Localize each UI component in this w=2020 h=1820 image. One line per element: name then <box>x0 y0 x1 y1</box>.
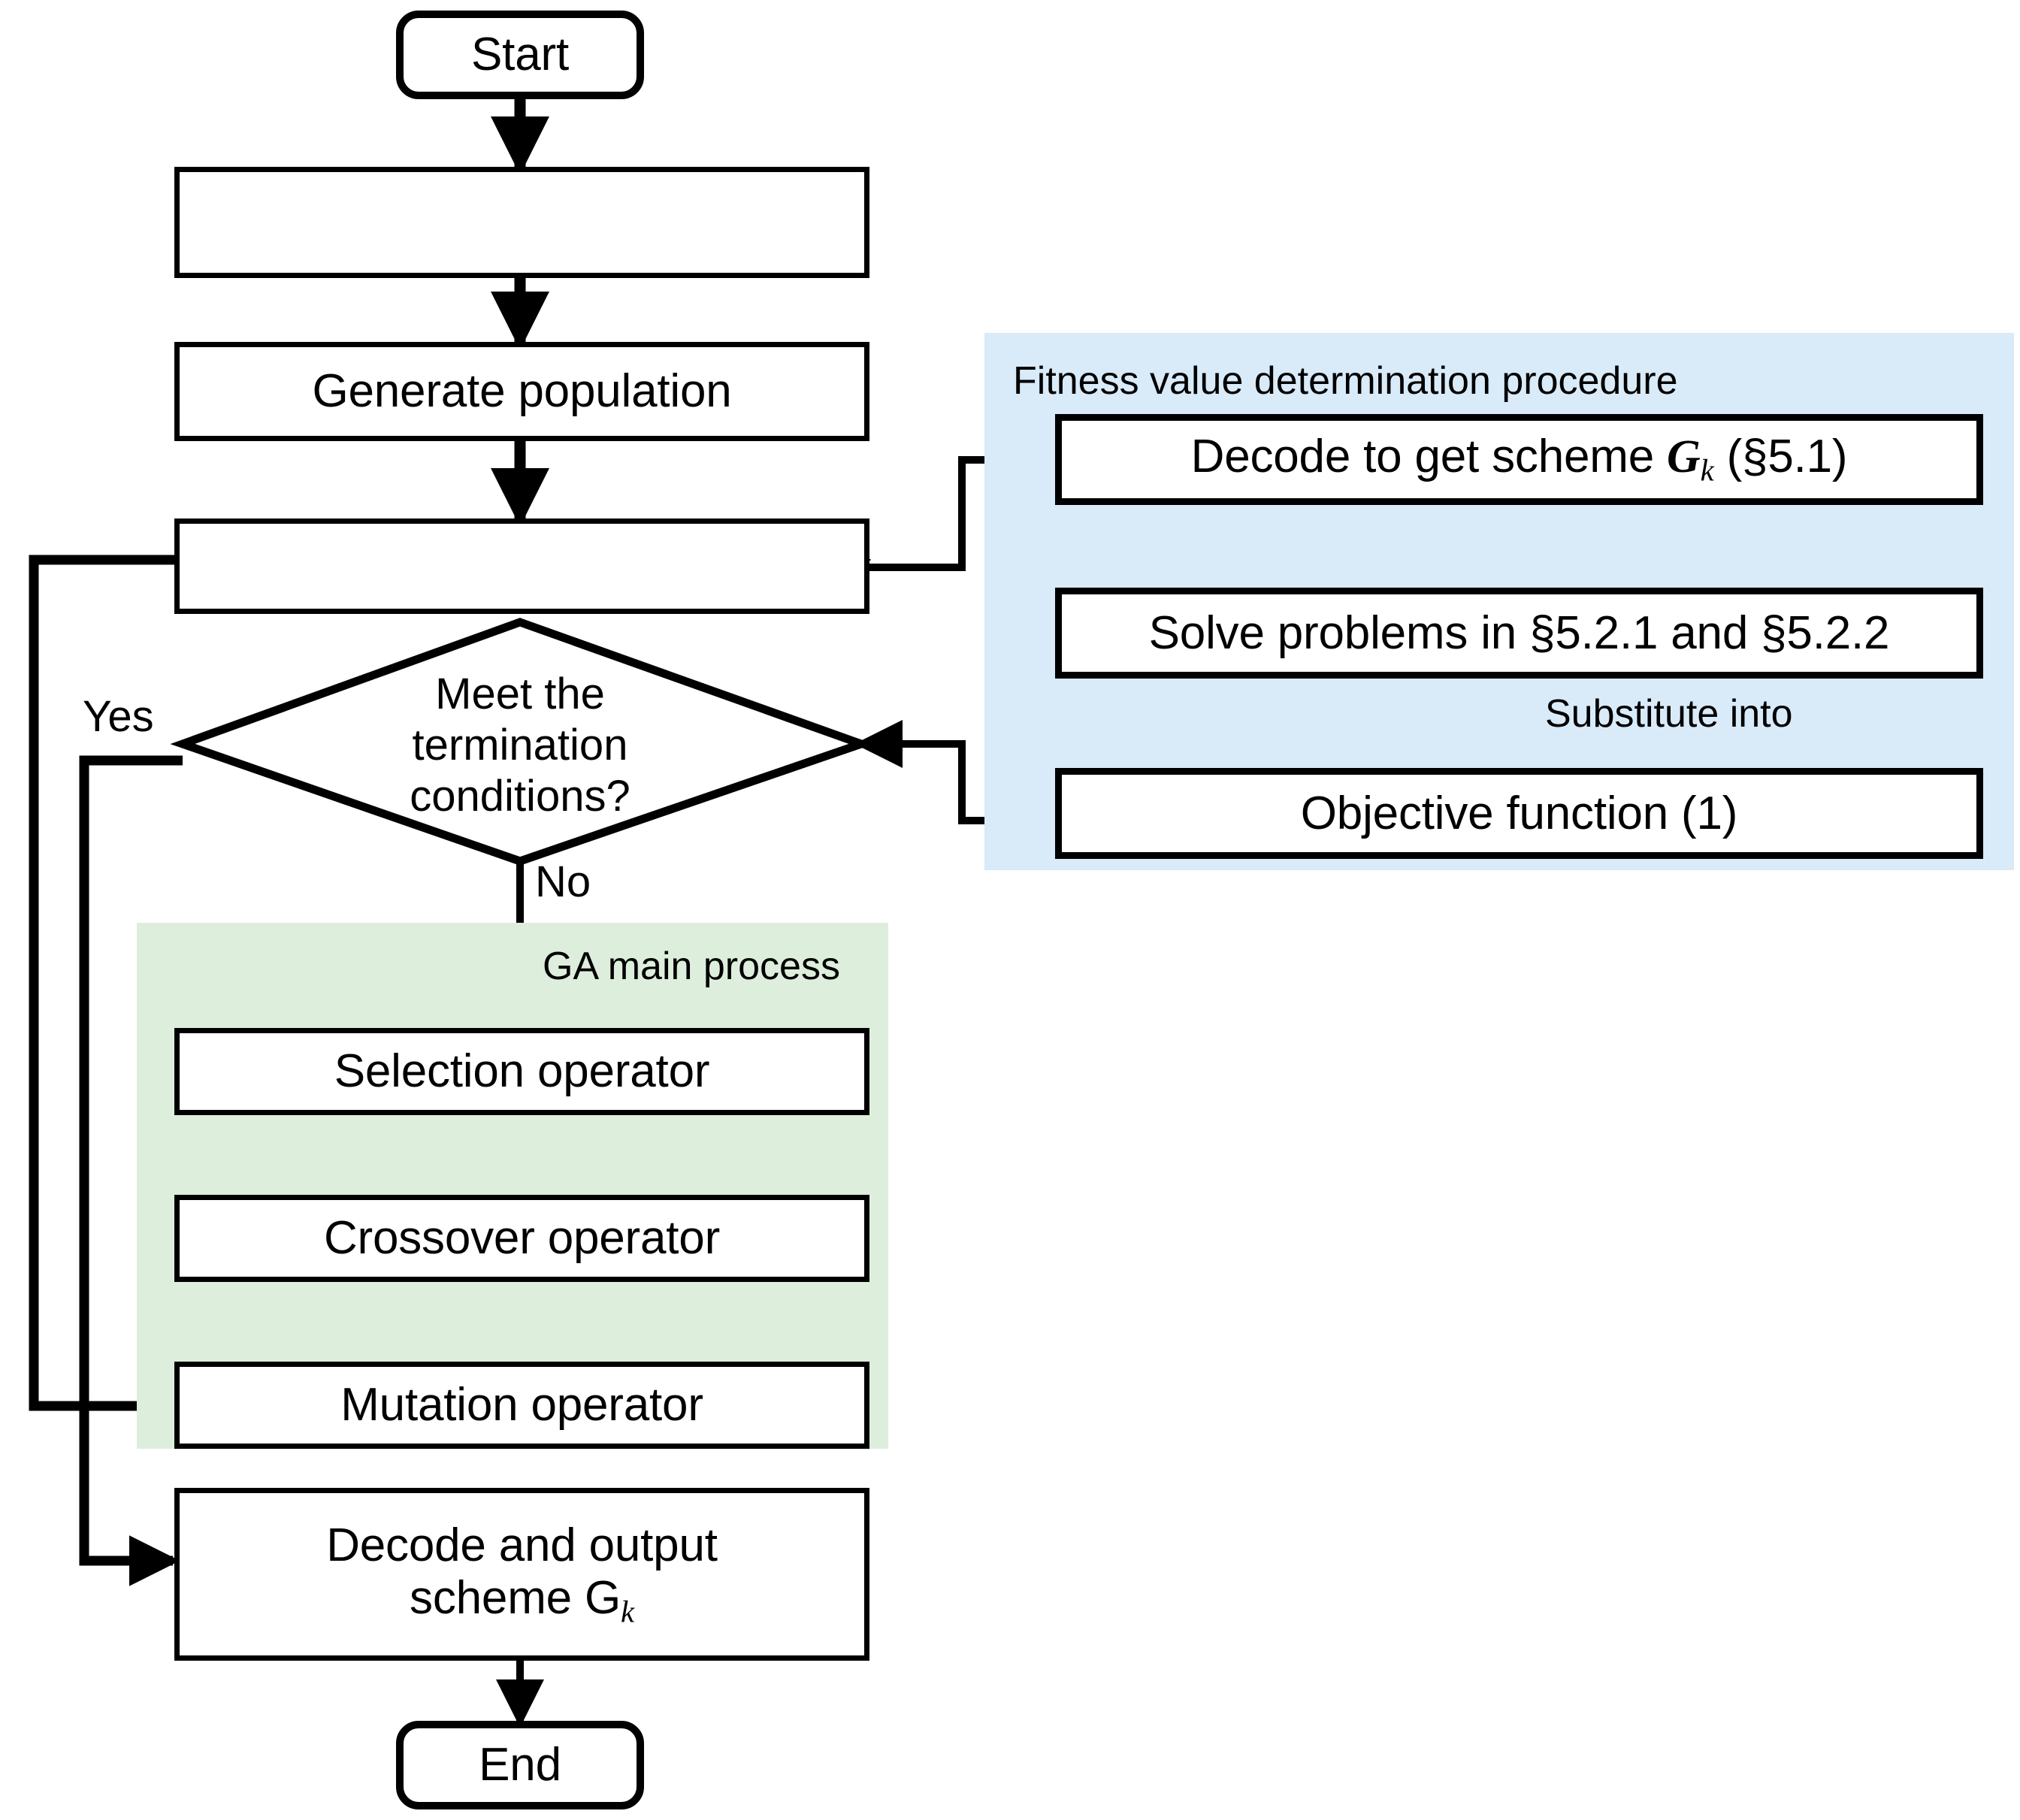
edge-label-substitute-into: Substitute into <box>1545 692 1793 736</box>
fitness-procedure-label: Fitness value determination procedure <box>1013 359 1678 403</box>
node-solve-problems-label: Solve problems in §5.2.1 and §5.2.2 <box>1148 606 1890 659</box>
decision-label-line-2: termination <box>412 720 628 769</box>
ga-main-process-label: GA main process <box>543 945 840 988</box>
node-decode-to-get-scheme-prefix: Decode to get scheme <box>1190 431 1668 483</box>
node-decode-to-get-scheme-symbol-wrap: Gk <box>1667 431 1714 487</box>
node-decode-to-get-scheme-label: Decode to get scheme Gk (§5.1) <box>1191 431 1848 488</box>
node-end-label: End <box>479 1739 561 1791</box>
node-generate-population-label: Generate population <box>312 365 732 418</box>
node-decode-and-output[interactable]: Decode and output scheme Gk <box>174 1488 869 1661</box>
node-init-blank-2[interactable] <box>174 518 869 614</box>
node-solve-problems[interactable]: Solve problems in §5.2.1 and §5.2.2 <box>1055 588 1983 679</box>
node-crossover-operator-label: Crossover operator <box>323 1212 721 1265</box>
node-decode-and-output-subscript: k <box>620 1595 634 1629</box>
node-end[interactable]: End <box>396 1721 644 1809</box>
node-objective-function[interactable]: Objective function (1) <box>1055 768 1983 859</box>
node-mutation-operator-label: Mutation operator <box>340 1379 703 1432</box>
decision-diamond <box>170 618 874 866</box>
node-init-blank-1[interactable] <box>174 167 869 278</box>
node-decode-and-output-subscript-wrap: k <box>621 1573 634 1628</box>
edge-label-yes: Yes <box>83 692 154 741</box>
edge-label-no: No <box>535 857 591 906</box>
decision-label-line-3: conditions? <box>410 771 630 821</box>
node-mutation-operator[interactable]: Mutation operator <box>174 1362 869 1449</box>
node-decode-and-output-line-2-text: scheme G <box>410 1571 621 1624</box>
node-decode-and-output-line-1: Decode and output <box>326 1519 718 1572</box>
edge-decision-yes-to-output <box>79 755 183 1586</box>
node-selection-operator[interactable]: Selection operator <box>174 1028 869 1115</box>
node-decode-to-get-scheme-suffix: (§5.1) <box>1713 431 1848 483</box>
node-crossover-operator[interactable]: Crossover operator <box>174 1195 869 1282</box>
node-decode-to-get-scheme-symbol: G <box>1667 431 1701 483</box>
node-start-label: Start <box>471 29 569 81</box>
decision-label-line-1: Meet the <box>435 670 605 718</box>
node-selection-operator-label: Selection operator <box>334 1045 710 1098</box>
node-start[interactable]: Start <box>396 11 644 99</box>
node-decode-and-output-line-2: scheme Gk <box>410 1572 634 1629</box>
decision-label: Meet the termination conditions? <box>370 669 670 822</box>
node-objective-function-label: Objective function (1) <box>1300 787 1738 839</box>
node-generate-population[interactable]: Generate population <box>174 342 869 441</box>
node-decode-to-get-scheme[interactable]: Decode to get scheme Gk (§5.1) <box>1055 414 1983 505</box>
node-decode-to-get-scheme-subscript: k <box>1700 453 1714 488</box>
